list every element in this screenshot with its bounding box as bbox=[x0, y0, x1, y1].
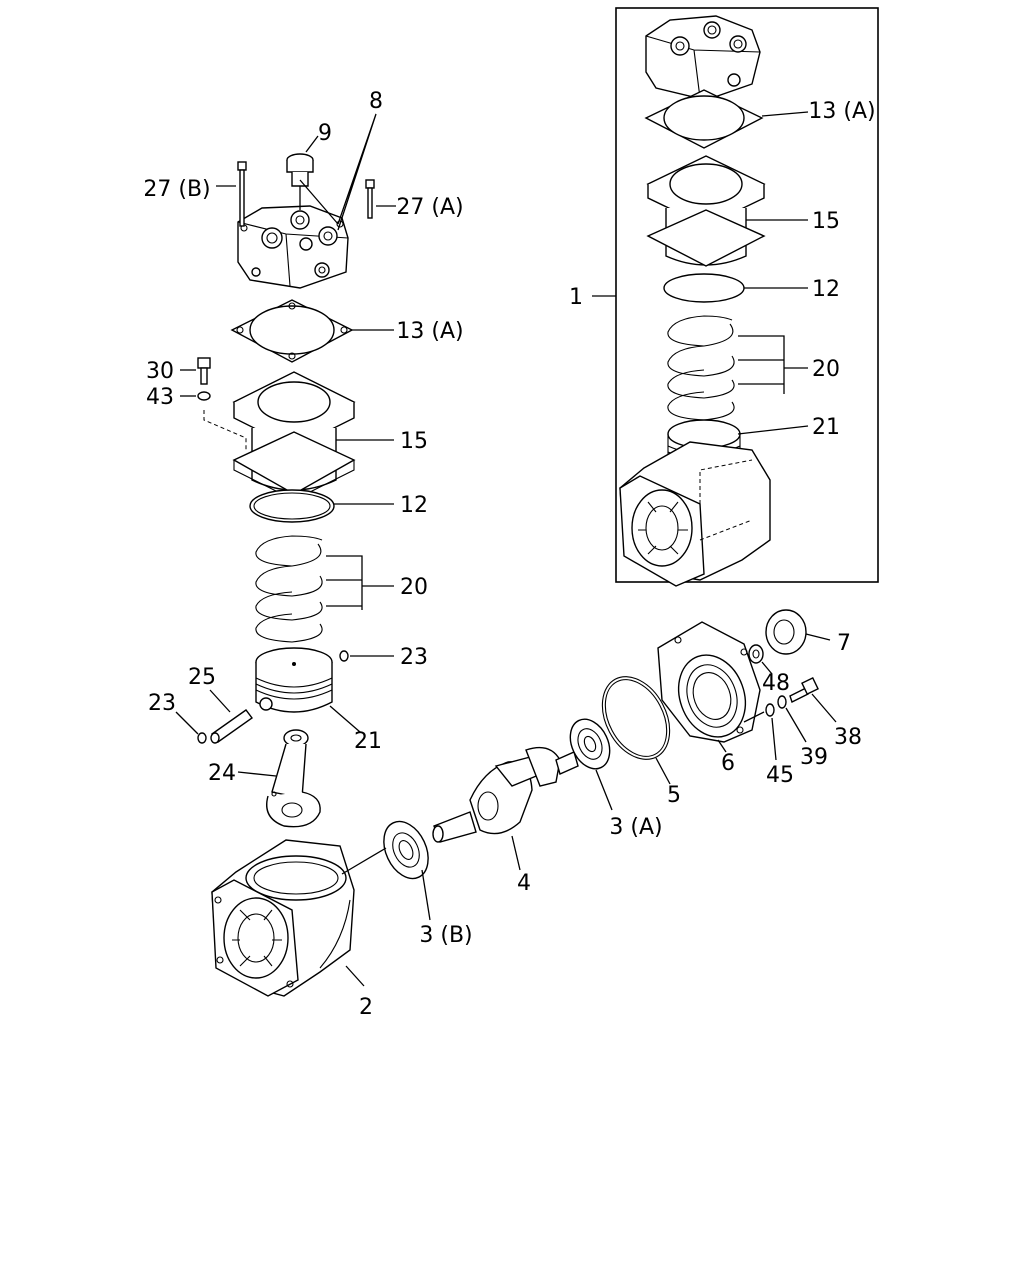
inset-gasket bbox=[644, 89, 809, 149]
inset-cylinder bbox=[646, 155, 808, 267]
label-15: 15 bbox=[400, 429, 428, 454]
connecting-rod bbox=[237, 729, 321, 828]
label-5: 5 bbox=[667, 783, 681, 808]
bearing-3a bbox=[569, 718, 613, 811]
leader-8 bbox=[299, 113, 377, 231]
label-20: 20 bbox=[400, 575, 428, 600]
o-ring bbox=[601, 676, 671, 785]
label-30: 30 bbox=[146, 359, 174, 384]
inset-piston-rings bbox=[667, 315, 808, 421]
washer-39 bbox=[777, 695, 807, 743]
inset-label-20: 20 bbox=[812, 357, 840, 382]
label-12: 12 bbox=[400, 493, 428, 518]
cylinder-head bbox=[237, 205, 349, 289]
bolt-27a bbox=[365, 179, 396, 219]
circlip-23-top bbox=[339, 650, 394, 662]
label-27b: 27 (B) bbox=[143, 177, 210, 202]
label-45: 45 bbox=[766, 763, 794, 788]
head-gasket bbox=[230, 299, 394, 363]
label-1: 1 bbox=[569, 285, 583, 310]
piston-pin bbox=[209, 689, 253, 744]
inset-label-21: 21 bbox=[812, 415, 840, 440]
label-21: 21 bbox=[354, 729, 382, 754]
label-13a: 13 (A) bbox=[396, 319, 463, 344]
label-38: 38 bbox=[834, 725, 862, 750]
label-7: 7 bbox=[837, 631, 851, 656]
inset-label-13a: 13 (A) bbox=[808, 99, 875, 124]
circlip-23-left bbox=[175, 711, 207, 744]
washer-43 bbox=[180, 391, 211, 401]
label-2: 2 bbox=[359, 995, 373, 1020]
inset-label-12: 12 bbox=[812, 277, 840, 302]
label-23-top: 23 bbox=[400, 645, 428, 670]
crankshaft bbox=[432, 746, 579, 871]
label-24: 24 bbox=[208, 761, 236, 786]
label-25: 25 bbox=[188, 665, 216, 690]
label-48: 48 bbox=[762, 671, 790, 696]
cylinder bbox=[232, 371, 394, 501]
bolt-27b bbox=[216, 161, 247, 227]
washer-45 bbox=[765, 703, 777, 761]
label-4: 4 bbox=[517, 871, 531, 896]
label-3a: 3 (A) bbox=[609, 815, 662, 840]
head-plug bbox=[286, 153, 314, 210]
seal-ring bbox=[249, 489, 394, 523]
label-9: 9 bbox=[318, 121, 332, 146]
inset-head bbox=[645, 15, 761, 101]
label-27a: 27 (A) bbox=[396, 195, 463, 220]
label-8: 8 bbox=[369, 89, 383, 114]
oil-seal bbox=[765, 609, 831, 655]
piston-rings bbox=[255, 535, 394, 643]
crankcase bbox=[211, 839, 365, 997]
label-6: 6 bbox=[721, 751, 735, 776]
piston bbox=[255, 647, 361, 733]
label-43: 43 bbox=[146, 385, 174, 410]
end-cover bbox=[657, 621, 765, 753]
label-23-left: 23 bbox=[148, 691, 176, 716]
assembly-inset-box bbox=[615, 7, 879, 583]
bolt-38 bbox=[789, 677, 837, 723]
washer-48 bbox=[748, 644, 773, 675]
inset-label-15: 15 bbox=[812, 209, 840, 234]
bearing-3b bbox=[341, 820, 431, 921]
inset-ring bbox=[663, 273, 808, 303]
label-39: 39 bbox=[800, 745, 828, 770]
label-3b: 3 (B) bbox=[419, 923, 472, 948]
inset-crankcase bbox=[619, 419, 809, 587]
bolt-30 bbox=[180, 357, 211, 385]
